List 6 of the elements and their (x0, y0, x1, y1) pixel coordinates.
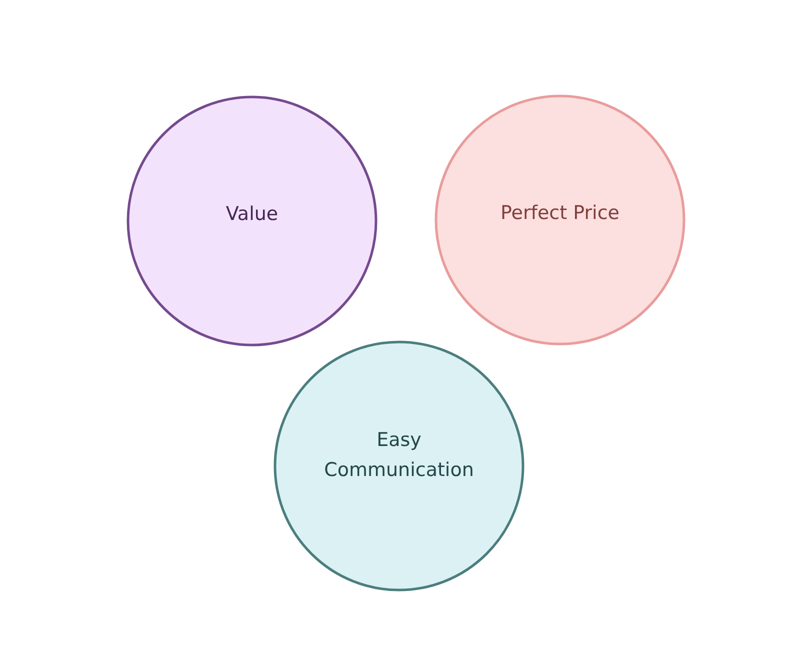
circle-shape (273, 340, 525, 592)
circle-shape (434, 94, 686, 346)
node-label: Value (224, 202, 280, 227)
node-label: Easy Communication (323, 428, 475, 483)
node-label: Perfect Price (500, 201, 620, 226)
circle-shape (126, 95, 378, 347)
